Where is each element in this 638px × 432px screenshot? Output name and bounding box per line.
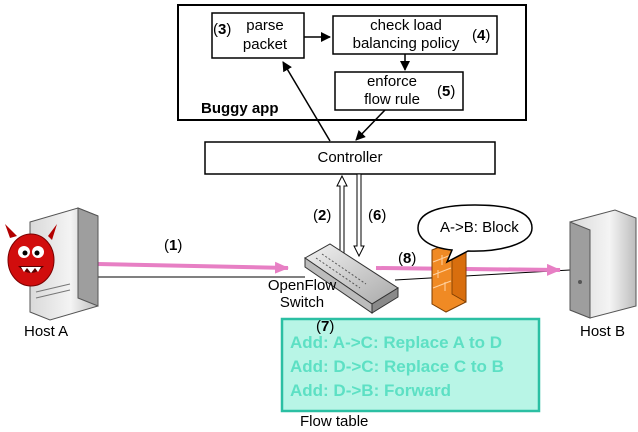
step4-box [332, 15, 498, 55]
arrow-controller-to-parse [282, 61, 331, 142]
server-icon-host-b [569, 209, 637, 319]
buggy-app-title: Buggy app [201, 100, 279, 117]
arrow-enforce-to-controller [355, 109, 386, 141]
flow-table-caption: Flow table [300, 413, 369, 430]
devil-icon [5, 224, 57, 287]
switch-icon [304, 243, 399, 314]
flow-rule: Add: D->C: Replace C to B [290, 357, 504, 376]
packet-arrow-1 [97, 261, 289, 274]
step4-number: (4) [472, 27, 491, 44]
flow-table-rules: Add: A->C: Replace A to D Add: D->C: Rep… [290, 331, 538, 403]
arrow-6-down [353, 173, 365, 258]
flow-table-box [280, 317, 541, 413]
step5-box [334, 71, 464, 111]
step5-number: (5) [437, 83, 456, 100]
step3-text: parse packet [242, 17, 288, 53]
controller-box [204, 141, 496, 175]
controller-label: Controller [317, 149, 383, 166]
server-icon [29, 207, 99, 321]
host-a-label: Host A [24, 323, 69, 340]
packet-arrow-8 [375, 263, 561, 276]
host-b-label: Host B [580, 323, 626, 340]
step3-box [211, 12, 305, 59]
step5-text: enforce flow rule [364, 73, 420, 108]
step1-label: (1) [164, 237, 183, 254]
firewall-bubble [417, 204, 533, 264]
step4-text: check load balancing policy [352, 17, 460, 52]
flow-rule: Add: A->C: Replace A to D [290, 333, 503, 352]
firewall-bubble-text: A->B: Block [440, 219, 519, 236]
arrow-2-up [336, 174, 348, 258]
flow-rule: Add: D->B: Forward [290, 381, 452, 400]
step2-label: (2) [313, 207, 332, 224]
step3-number: (3) [213, 21, 232, 38]
step8-label: (8) [398, 250, 417, 267]
step6-label: (6) [368, 207, 387, 224]
switch-label: OpenFlow Switch [267, 277, 337, 311]
step7-label: (7) [316, 318, 335, 335]
